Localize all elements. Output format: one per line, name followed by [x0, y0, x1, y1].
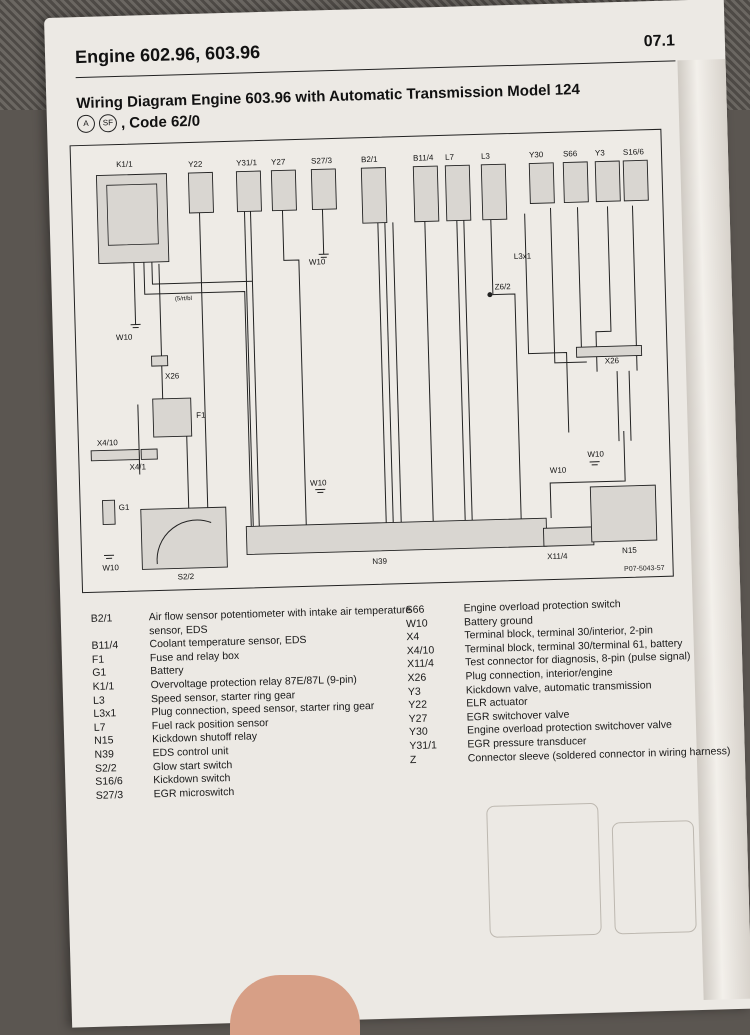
l3x1-label: L3x1 [514, 251, 532, 260]
x26-left-plug [151, 355, 169, 367]
n15-label: N15 [622, 546, 637, 555]
component-label: S66 [563, 149, 578, 158]
manual-page: Engine 602.96, 603.96 07.1 Wiring Diagra… [44, 0, 750, 1028]
x4-1-terminal [140, 448, 158, 460]
w10-label-d: W10 [102, 563, 119, 572]
f1-fuse-box [152, 397, 193, 438]
figure-reference: P07-5043-57 [624, 564, 665, 574]
component-label: Y3 [595, 148, 606, 157]
wire-rtbl-label: (5/rt/bl [175, 296, 192, 302]
diagram-subtitle: A SF , Code 62/0 [76, 112, 201, 134]
x4-10-terminal [90, 449, 140, 462]
component-label: B2/1 [361, 155, 378, 164]
component-label: Y27 [271, 157, 286, 166]
n15-relay-box [589, 484, 658, 543]
circle-a-symbol: A [76, 114, 96, 134]
x26-left-label: X26 [165, 371, 180, 380]
s2-2-switch [140, 506, 228, 570]
s2-2-label: S2/2 [178, 572, 195, 581]
page-header: Engine 602.96, 603.96 07.1 [74, 20, 676, 79]
engine-heading: Engine 602.96, 603.96 [74, 41, 261, 68]
legend-code: Z [409, 753, 417, 766]
code-label: , Code 62/0 [120, 112, 201, 132]
w10-label-e: W10 [587, 450, 604, 459]
page-number: 07.1 [643, 32, 676, 51]
wiring-diagram-svg: K1/1 Y22 Y31/1 Y27 S27/3 B2/1 B11/4 L7 L3 Y30 S66 Y… [90, 147, 658, 581]
x4-10-label: X4/10 [97, 438, 119, 448]
component-label: Y31/1 [236, 158, 258, 168]
n39-control-unit [245, 517, 548, 556]
component-label: S27/3 [311, 156, 333, 166]
component-label: S16/6 [623, 147, 645, 157]
f1-label: F1 [196, 411, 206, 420]
w10-label-c: W10 [310, 478, 327, 487]
g1-battery [102, 499, 116, 526]
k11-relay-inner [106, 183, 159, 246]
z6-2-junction [487, 292, 493, 298]
wire-bundle [133, 205, 638, 529]
component-box [412, 165, 440, 223]
z6-2-label: Z6/2 [495, 282, 512, 291]
component-box [528, 162, 555, 204]
component-label: K1/1 [116, 160, 133, 169]
component-box [360, 167, 388, 224]
component-box [310, 168, 337, 211]
x11-4-test-connector [542, 526, 595, 547]
component-label: Y22 [188, 160, 203, 169]
ghost-figure-a [486, 802, 602, 938]
component-box [594, 160, 621, 203]
x11-4-label: X11/4 [547, 552, 568, 562]
x26-plug-strip [575, 344, 643, 358]
ghost-figure-b [611, 820, 697, 935]
component-box [444, 164, 472, 222]
component-box [622, 159, 649, 202]
x4-1-label: X4/1 [129, 462, 146, 471]
component-label: Y30 [529, 150, 544, 159]
ground-symbols [104, 253, 600, 559]
component-box [270, 169, 297, 212]
legend-code: B2/1 [90, 612, 113, 625]
w10-label-b: W10 [309, 257, 326, 266]
x26-right-label: X26 [605, 356, 620, 365]
component-label: L7 [445, 153, 455, 162]
wiring-diagram: K1/1 Y22 Y31/1 Y27 S27/3 B2/1 B11/4 L7 L3 Y30 S66 Y… [69, 128, 674, 594]
g1-label: G1 [119, 503, 130, 512]
diagram-title: Wiring Diagram Engine 603.96 with Automa… [76, 81, 581, 113]
component-box [235, 170, 262, 213]
component-box [480, 163, 508, 221]
w10-label-f: W10 [550, 466, 567, 475]
legend-code: S27/3 [95, 788, 124, 802]
component-label: L3 [481, 152, 491, 161]
w10-label-a: W10 [116, 333, 133, 342]
component-box [562, 161, 589, 204]
component-box [187, 171, 214, 214]
n39-label: N39 [372, 557, 387, 566]
component-label: B11/4 [413, 153, 434, 163]
circle-sf-symbol: SF [98, 114, 118, 133]
